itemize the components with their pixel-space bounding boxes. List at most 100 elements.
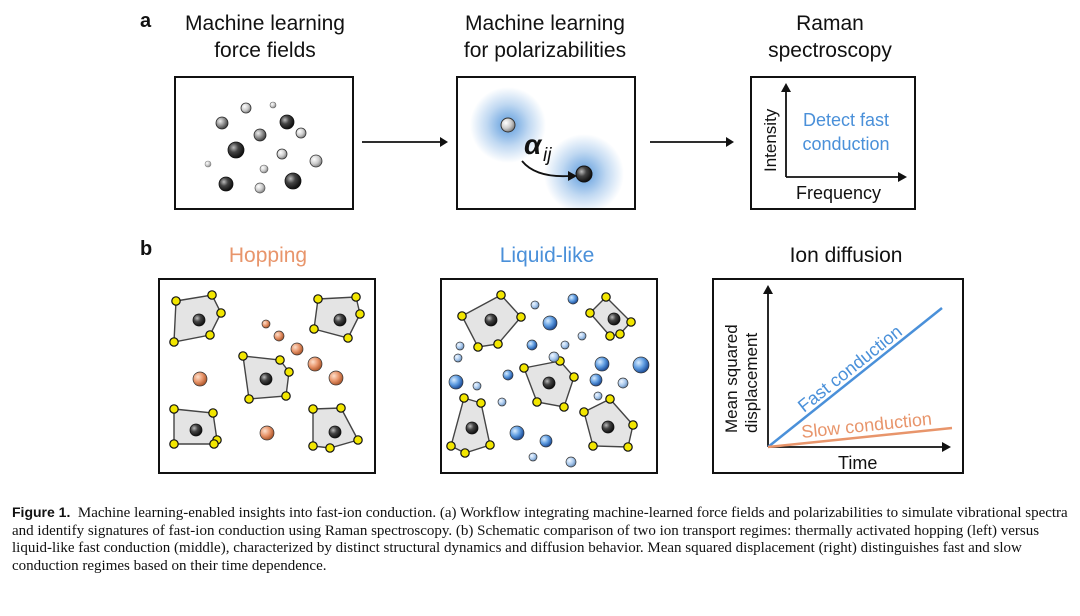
mobile-ion <box>577 331 587 341</box>
slow-conduction-line <box>767 426 953 449</box>
central-atom <box>259 372 273 386</box>
vertex-atom <box>216 308 226 318</box>
mobile-ion <box>560 340 570 350</box>
curved-arrow-head <box>568 171 577 181</box>
title-raman-spectroscopy: Raman spectroscopy <box>740 10 920 64</box>
mobile-ion <box>472 381 482 391</box>
ion-diffusion-box: Fast conduction Slow conduction Mean squ… <box>712 278 964 474</box>
raman-annotation-line1: Detect fast <box>803 110 889 130</box>
curved-arrow <box>521 160 571 178</box>
atom <box>227 141 245 159</box>
vertex-atom <box>493 339 503 349</box>
mobile-ion <box>567 293 579 305</box>
vertex-atom <box>605 394 615 404</box>
vertex-atom <box>325 443 335 453</box>
vertex-atom <box>308 441 318 451</box>
central-atom <box>484 313 498 327</box>
vertex-atom <box>476 398 486 408</box>
msd-ylabel-line2: displacement <box>742 333 761 433</box>
vertex-atom <box>244 394 254 404</box>
mobile-ion <box>539 434 553 448</box>
vertex-atom <box>209 439 219 449</box>
vertex-atom <box>585 308 595 318</box>
vertex-atom <box>207 290 217 300</box>
mobile-ion <box>542 315 558 331</box>
vertex-atom <box>169 439 179 449</box>
workflow-arrow-1 <box>362 137 448 147</box>
mobile-ion <box>453 353 463 363</box>
panel-a-letter: a <box>140 10 152 32</box>
vertex-atom <box>284 367 294 377</box>
vertex-atom <box>496 290 506 300</box>
atom <box>218 176 234 192</box>
title-ml-polarizabilities: Machine learning for polarizabilities <box>430 10 660 64</box>
title-ion-diffusion: Ion diffusion <box>789 244 903 267</box>
alpha-subscript: ij <box>543 145 552 166</box>
msd-xlabel: Time <box>838 453 877 472</box>
vertex-atom <box>205 330 215 340</box>
vertex-atom <box>208 408 218 418</box>
polarizability-box: α ij <box>456 76 636 214</box>
mobile-ion <box>261 319 271 329</box>
atom <box>276 148 288 160</box>
liquid-like-lattice <box>446 290 650 468</box>
atom <box>215 116 229 130</box>
vertex-atom <box>169 337 179 347</box>
atom <box>575 165 593 183</box>
atom <box>240 102 252 114</box>
vertex-atom <box>569 372 579 382</box>
central-atom <box>465 421 479 435</box>
hopping-box <box>158 278 376 474</box>
mobile-ion <box>594 356 610 372</box>
vertex-atom <box>559 402 569 412</box>
title-liquid-like: Liquid-like <box>499 244 595 267</box>
vertex-atom <box>532 397 542 407</box>
central-atom <box>192 313 206 327</box>
msd-ylabel-line1: Mean squared <box>722 324 741 433</box>
vertex-atom <box>516 312 526 322</box>
vertex-atom <box>519 363 529 373</box>
title-raman-spectroscopy-text: Raman spectroscopy <box>768 12 892 62</box>
atom <box>500 117 516 133</box>
mobile-ion <box>530 300 540 310</box>
fast-conduction-line <box>767 307 943 448</box>
vertex-atom <box>623 442 633 452</box>
liquid-like-box <box>440 278 658 474</box>
mobile-ion <box>617 377 629 389</box>
vertex-atom <box>171 296 181 306</box>
vertex-atom <box>457 311 467 321</box>
vertex-atom <box>351 292 361 302</box>
hopping-lattice <box>169 290 365 453</box>
atom <box>204 160 212 168</box>
mobile-ion <box>632 356 650 374</box>
vertex-atom <box>275 355 285 365</box>
atom <box>269 101 277 109</box>
raman-annotation-line2: conduction <box>802 134 889 154</box>
force-fields-box <box>174 76 354 210</box>
vertex-atom <box>343 333 353 343</box>
caption-text: Machine learning-enabled insights into f… <box>12 505 1068 574</box>
polarizability-illustration: α ij <box>470 87 624 214</box>
msd-plot: Fast conduction Slow conduction Mean squ… <box>722 285 953 473</box>
mobile-ion <box>593 391 603 401</box>
vertex-atom <box>336 403 346 413</box>
vertex-atom <box>238 351 248 361</box>
vertex-atom <box>459 393 469 403</box>
mobile-ion <box>528 452 538 462</box>
vertex-atom <box>309 324 319 334</box>
mobile-ion <box>509 425 525 441</box>
vertex-atom <box>605 331 615 341</box>
vertex-atom <box>601 292 611 302</box>
raman-ylabel: Intensity <box>761 108 780 172</box>
vertex-atom <box>626 317 636 327</box>
central-atom <box>542 376 556 390</box>
atom <box>309 154 323 168</box>
vertex-atom <box>588 441 598 451</box>
title-ml-force-fields: Machine learning force fields <box>150 10 380 64</box>
force-fields-atoms <box>204 101 323 194</box>
atom <box>295 127 307 139</box>
mobile-ion <box>328 370 344 386</box>
central-atom <box>189 423 203 437</box>
vertex-atom <box>169 404 179 414</box>
mobile-ion <box>502 369 514 381</box>
